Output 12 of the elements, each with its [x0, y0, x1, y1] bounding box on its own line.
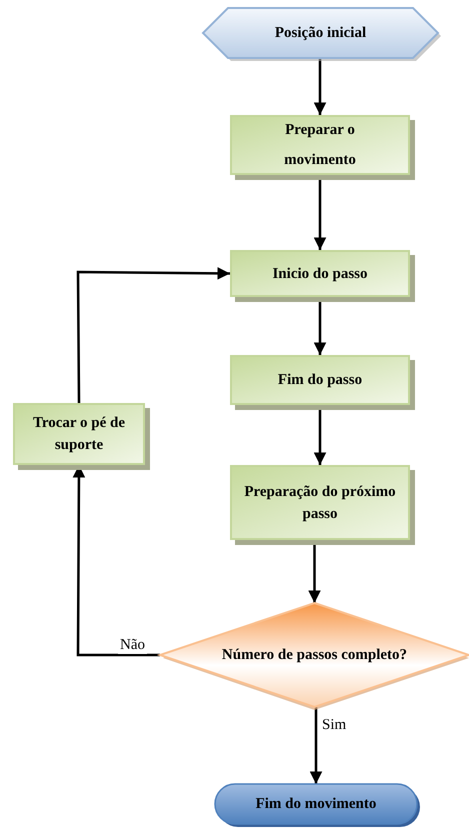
arrow [314, 58, 326, 115]
arrow [310, 707, 322, 784]
edge-label: Não [118, 636, 147, 654]
node-text: Fim do passo [276, 371, 364, 390]
node-text: Posição inicial [274, 24, 368, 43]
node-text: Fim do movimento [254, 795, 378, 814]
arrow [76, 267, 230, 404]
node-text: Trocar o pé de suporte [32, 414, 126, 455]
node-text: Número de passos completo? [220, 646, 408, 665]
node-text: Preparação do próximo passo [243, 482, 397, 524]
node-text: Preparar o movimento [283, 121, 357, 170]
node-text: Inicio do passo [271, 264, 369, 284]
